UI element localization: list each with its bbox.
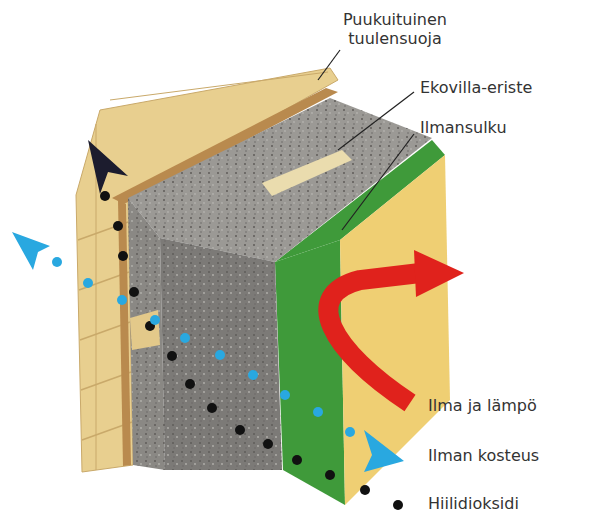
layer-label: Ekovilla-eriste	[420, 78, 532, 97]
moisture-dot	[345, 427, 355, 437]
moisture-dot	[248, 370, 258, 380]
carbon-dioxide-dot	[167, 351, 177, 361]
carbon-dioxide-dot	[235, 425, 245, 435]
carbon-dioxide-dot	[360, 485, 370, 495]
moisture-dot	[313, 407, 323, 417]
carbon-dioxide-dot	[185, 379, 195, 389]
leader-lines	[318, 50, 414, 230]
carbon-dioxide-dot	[393, 500, 403, 510]
moisture-dot	[150, 315, 160, 325]
arrowheads	[12, 140, 404, 472]
layer-label: Puukuituinen tuulensuoja	[330, 10, 460, 48]
carbon-dioxide-dot	[129, 287, 139, 297]
moisture-dot	[117, 295, 127, 305]
moisture-dot	[52, 257, 62, 267]
moisture-dot	[83, 278, 93, 288]
carbon-dioxide-dot	[100, 191, 110, 201]
carbon-dioxide-dot	[118, 251, 128, 261]
flow-label: Ilma ja lämpö	[428, 396, 537, 415]
carbon-dioxide-dot	[207, 403, 217, 413]
carbon-dioxide-dot	[113, 221, 123, 231]
heat-arrow	[328, 250, 464, 403]
flow-label: Ilman kosteus	[428, 446, 539, 465]
moisture-dot	[180, 333, 190, 343]
carbon-dioxide-dot	[325, 470, 335, 480]
moisture-dot	[215, 350, 225, 360]
flow-label: Hiilidioksidi	[428, 494, 519, 513]
carbon-dioxide-dot	[263, 439, 273, 449]
moisture-dot	[280, 390, 290, 400]
layer-label: Ilmansulku	[420, 118, 507, 137]
carbon-dioxide-dot	[292, 455, 302, 465]
